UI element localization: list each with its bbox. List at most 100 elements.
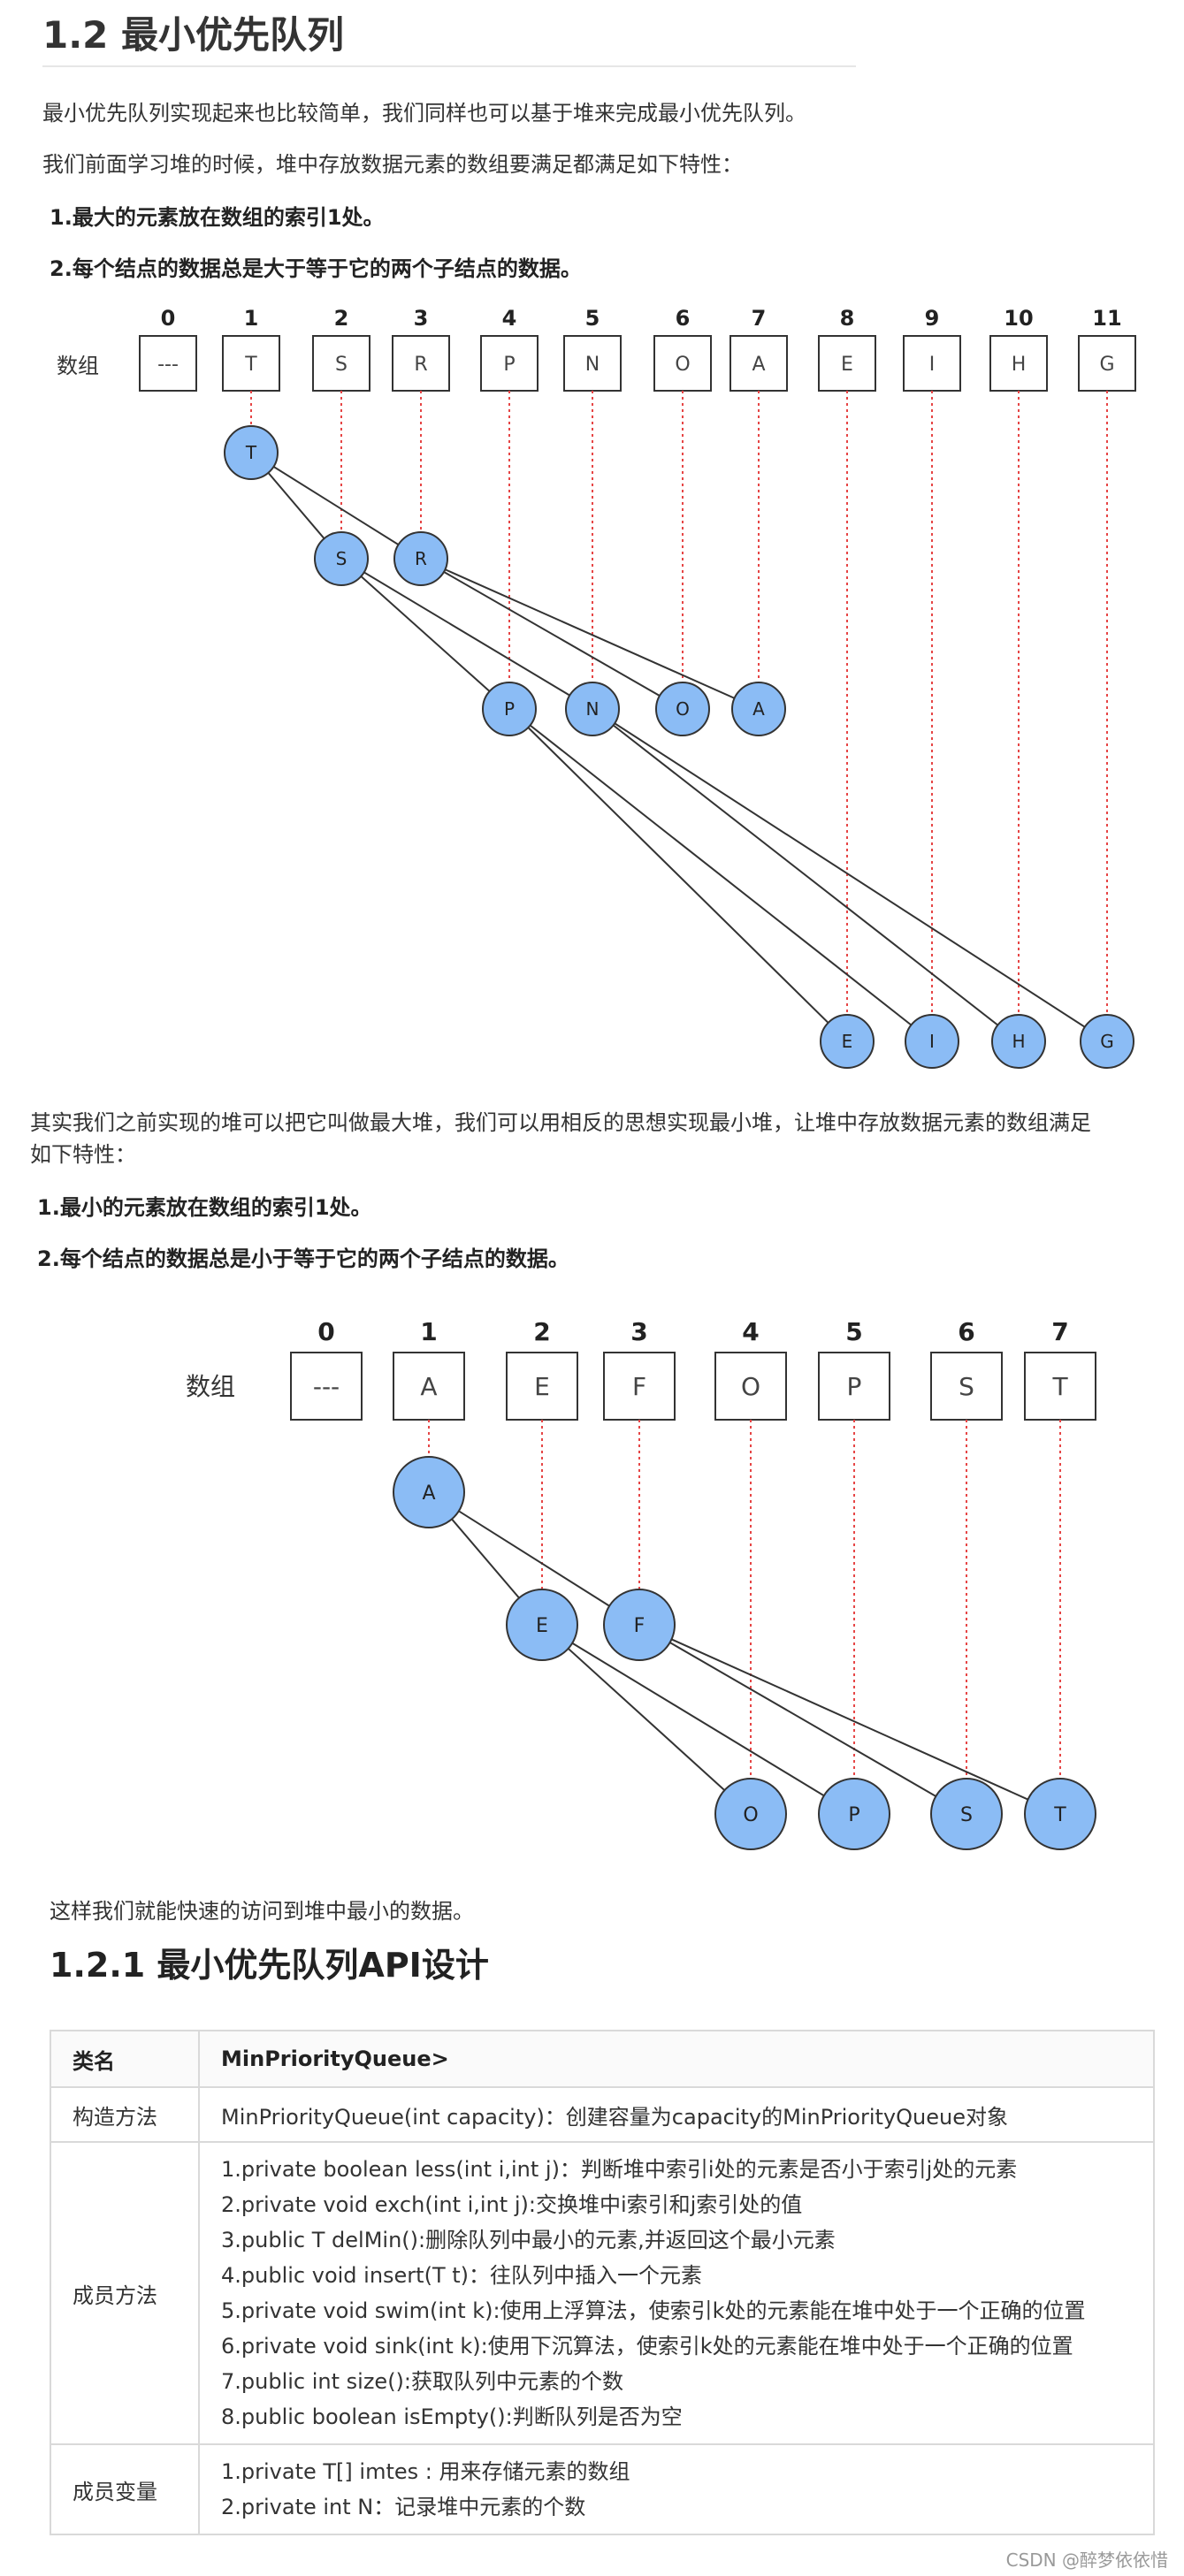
array-cell-value: E [841, 354, 853, 376]
tree-edge [638, 1624, 967, 1815]
array-index-label: 1 [244, 306, 259, 331]
array-index-label: 5 [845, 1317, 862, 1346]
heap-node-label: P [504, 698, 515, 720]
array-cell [222, 335, 280, 392]
array-cell-value: F [632, 1372, 646, 1401]
array-index-label: 0 [161, 306, 176, 331]
array-cell [989, 335, 1048, 392]
method-line: 8.public boolean isEmpty():判断队列是否为空 [221, 2405, 683, 2429]
array-cell-value: P [503, 354, 515, 376]
array-cell [818, 1352, 890, 1421]
array-cell-value: --- [313, 1372, 340, 1401]
heap-node [905, 1014, 959, 1069]
intro-paragraph-2: 我们前面学习堆的时候，堆中存放数据元素的数组要满足都满足如下特性： [42, 152, 743, 177]
section-title: 1.2.1 最小优先队列API设计 [50, 1946, 489, 1985]
array-index-label: 11 [1092, 306, 1121, 331]
heap-node [930, 1778, 1003, 1850]
conclusion-text: 这样我们就能快速的访问到堆中最小的数据。 [50, 1899, 474, 1924]
method-line: 3.public T delMin():删除队列中最小的元素,并返回这个最小元素 [221, 2228, 836, 2252]
tree-edge [420, 558, 760, 710]
array-cell [930, 1352, 1003, 1421]
array-cell-value: --- [157, 354, 179, 376]
heap-node-label: H [1012, 1031, 1025, 1052]
tree-edge [541, 1624, 752, 1815]
array-cell [392, 335, 450, 392]
heap-node-label: A [422, 1482, 435, 1505]
array-index-label: 3 [414, 306, 429, 331]
array-cell-value: G [1099, 354, 1114, 376]
heap-node [482, 682, 537, 736]
array-cell [1078, 335, 1136, 392]
cell-constructor-key: 构造方法 [50, 2086, 200, 2143]
cell-constructor-value: MinPriorityQueue(int capacity)：创建容量为capa… [198, 2086, 1155, 2143]
table-row-fields: 成员变量 1.private T[] imtes : 用来存储元素的数组 2.p… [50, 2443, 1155, 2535]
max-heap-property-1: 1.最大的元素放在数组的索引1处。 [50, 205, 385, 230]
array-cell-value: T [1051, 1372, 1068, 1401]
array-index-label: 10 [1004, 306, 1033, 331]
array-cell [290, 1352, 363, 1421]
method-line: 2.private void exch(int i,int j):交换堆中i索引… [221, 2192, 803, 2217]
heap-node-label: O [676, 698, 690, 720]
array-index-label: 2 [334, 306, 349, 331]
heap-node-label: A [752, 698, 765, 720]
cell-class-key: 类名 [50, 2030, 200, 2088]
array-cell [563, 335, 622, 392]
heap-node-label: G [1100, 1031, 1114, 1052]
heap-node-label: R [415, 548, 427, 569]
array-cell [603, 1352, 676, 1421]
heap-node-label: F [634, 1615, 645, 1637]
array-index-label: 6 [676, 306, 691, 331]
heap-node [731, 682, 786, 736]
array-index-label: 7 [752, 306, 767, 331]
table-row-constructor: 构造方法 MinPriorityQueue(int capacity)：创建容量… [50, 2086, 1155, 2143]
method-line: 1.private boolean less(int i,int j)：判断堆中… [221, 2157, 1018, 2182]
array-index-label: 9 [925, 306, 940, 331]
array-cell [714, 1352, 787, 1421]
tree-edge [428, 1491, 640, 1626]
tree-edge [250, 452, 422, 560]
title-divider [42, 65, 856, 67]
array-index-label: 4 [742, 1317, 759, 1346]
array-cell-value: O [741, 1372, 760, 1401]
field-line: 2.private int N：记录堆中元素的个数 [221, 2495, 586, 2519]
tree-edge [592, 708, 1020, 1042]
tree-edge [340, 558, 510, 710]
heap-node-label: O [743, 1804, 758, 1826]
heap-node [603, 1589, 676, 1661]
array-cell [903, 335, 961, 392]
api-table: 类名 MinPriorityQueue> 构造方法 MinPriorityQue… [50, 2030, 1155, 2535]
cell-fields-value: 1.private T[] imtes : 用来存储元素的数组 2.privat… [198, 2443, 1155, 2535]
tree-edge [592, 708, 1108, 1042]
tree-edge [541, 1624, 855, 1815]
heap-node [393, 1456, 465, 1528]
array-cell [1024, 1352, 1096, 1421]
page-title: 1.2 最小优先队列 [42, 13, 345, 57]
array-index-label: 1 [420, 1317, 437, 1346]
array-index-label: 7 [1051, 1317, 1068, 1346]
max-heap-array-label: 数组 [57, 354, 99, 378]
heap-node [1024, 1778, 1096, 1850]
heap-node-label: P [848, 1804, 859, 1826]
array-index-label: 0 [317, 1317, 334, 1346]
cell-fields-key: 成员变量 [50, 2443, 200, 2535]
heap-node [393, 531, 448, 586]
array-cell [729, 335, 788, 392]
array-cell-value: T [244, 354, 257, 376]
array-cell-value: R [414, 354, 427, 376]
cell-class-value: MinPriorityQueue> [198, 2030, 1155, 2088]
heap-node [991, 1014, 1046, 1069]
heap-node-label: T [245, 442, 257, 463]
array-index-label: 6 [958, 1317, 974, 1346]
heap-node-label: S [336, 548, 348, 569]
method-line: 7.public int size():获取队列中元素的个数 [221, 2369, 624, 2394]
heap-node-label: E [536, 1615, 548, 1637]
array-cell-value: O [675, 354, 690, 376]
array-index-label: 2 [533, 1317, 550, 1346]
heap-node [714, 1778, 787, 1850]
min-heap-property-1: 1.最小的元素放在数组的索引1处。 [37, 1195, 372, 1220]
min-heap-property-2: 2.每个结点的数据总是小于等于它的两个子结点的数据。 [37, 1246, 569, 1271]
middle-paragraph-line-1: 其实我们之前实现的堆可以把它叫做最大堆，我们可以用相反的思想实现最小堆，让堆中存… [30, 1110, 1091, 1135]
intro-paragraph-1: 最小优先队列实现起来也比较简单，我们同样也可以基于堆来完成最小优先队列。 [42, 101, 806, 126]
